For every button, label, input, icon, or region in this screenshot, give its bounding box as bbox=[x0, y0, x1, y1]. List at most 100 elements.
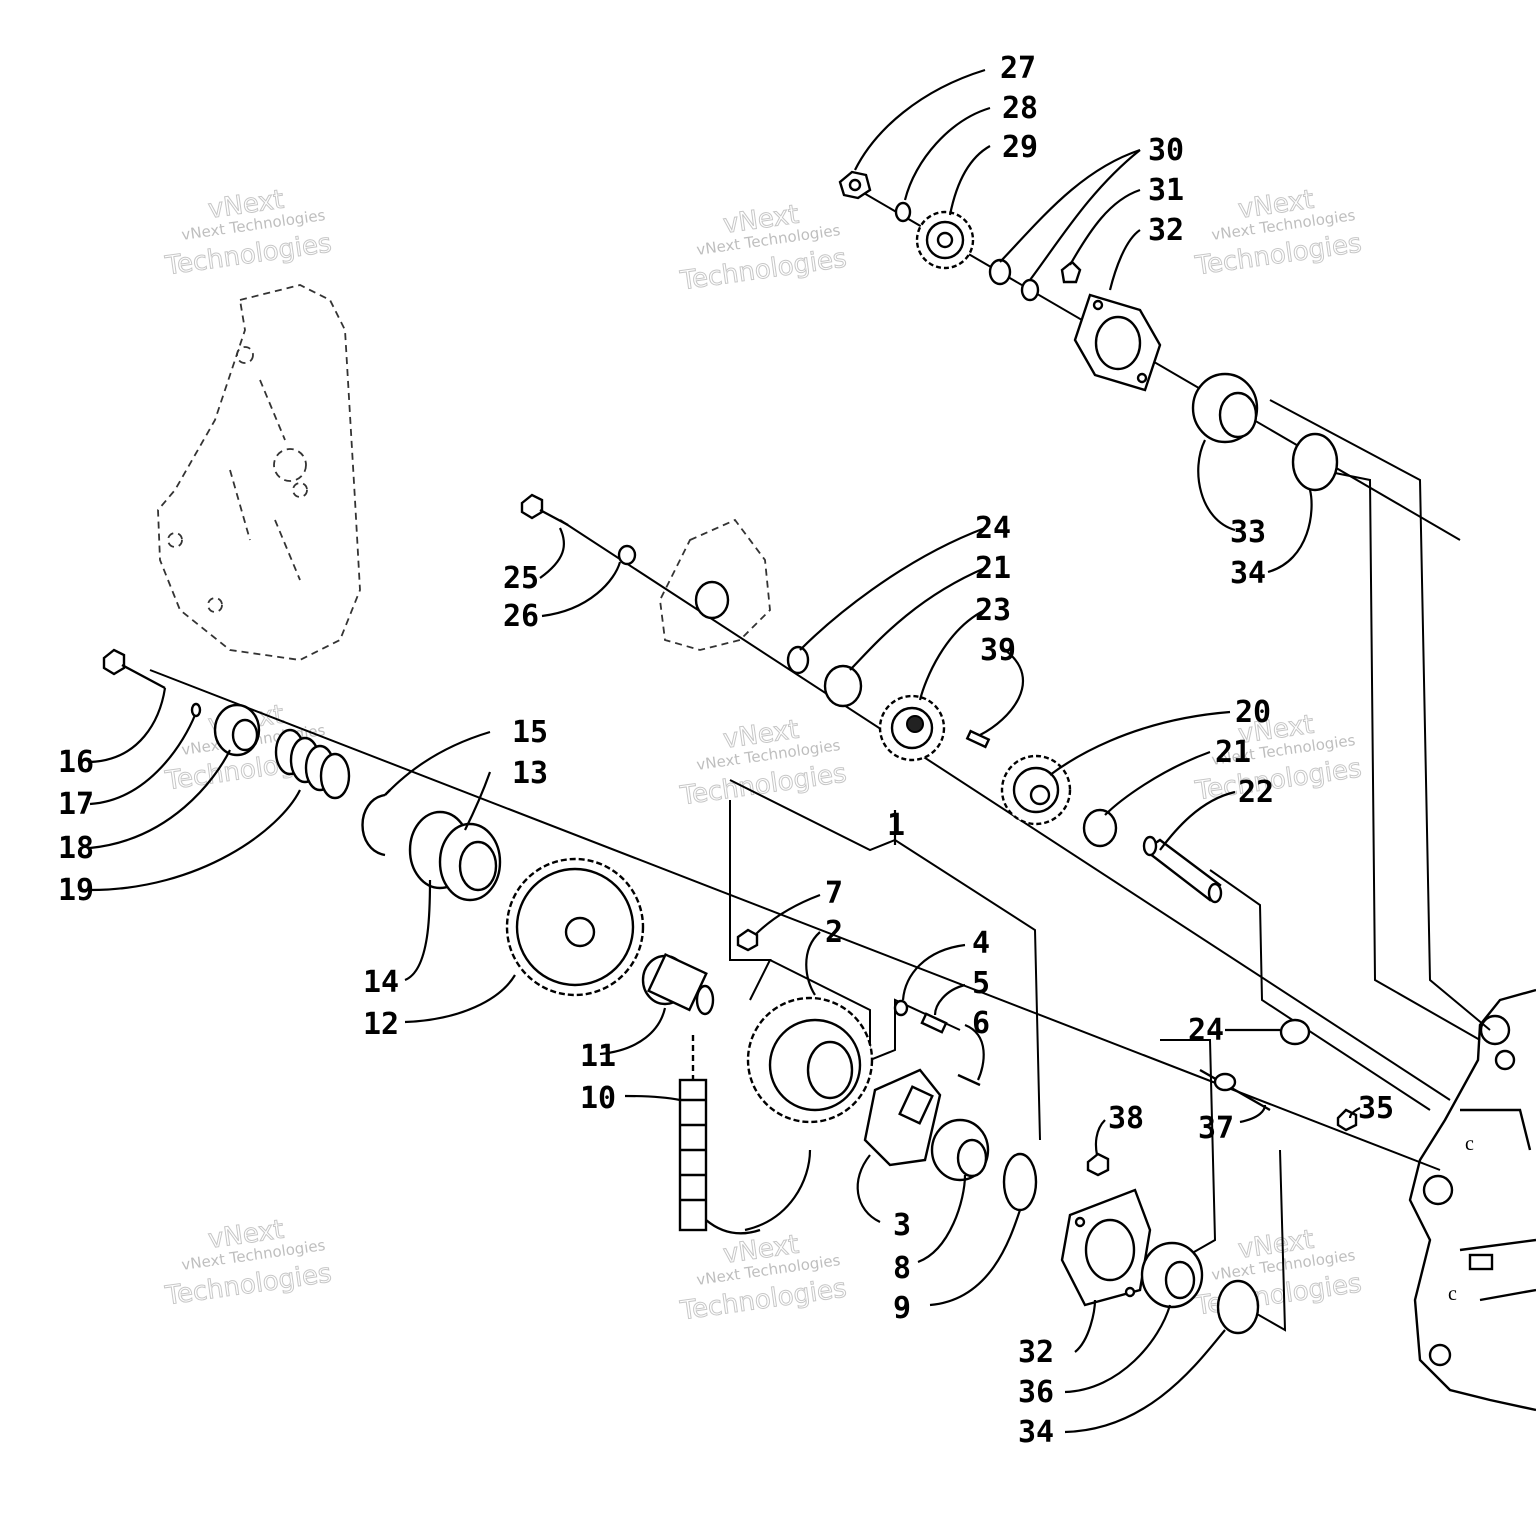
callout-24-lower: 24 bbox=[1188, 1013, 1224, 1048]
bearing-36 bbox=[1140, 1241, 1204, 1309]
watermark-bottom-left: vNext vNext Technologies Technologies bbox=[162, 1214, 334, 1312]
upper-shaft-parts bbox=[838, 170, 1339, 492]
bearing-flange-32 bbox=[1073, 293, 1162, 392]
callout-21-upper: 21 bbox=[975, 551, 1011, 586]
washer-28 bbox=[894, 201, 912, 223]
callout-33: 33 bbox=[1230, 515, 1266, 550]
callout-3: 3 bbox=[893, 1208, 911, 1243]
callout-14: 14 bbox=[363, 965, 399, 1000]
washer-26 bbox=[617, 544, 637, 566]
spacer-tube-22 bbox=[1142, 835, 1223, 904]
watermark-middle-center: vNext vNext Technologies Technologies bbox=[677, 714, 849, 812]
gear-12 bbox=[505, 857, 645, 997]
callout-6: 6 bbox=[972, 1006, 990, 1041]
watermark-bottom-center: vNext vNext Technologies Technologies bbox=[677, 1229, 849, 1327]
spring-5 bbox=[920, 1012, 948, 1034]
callout-22: 22 bbox=[1238, 775, 1274, 810]
watermark-top-right: vNext vNext Technologies Technologies bbox=[1192, 184, 1364, 282]
callout-21-lower: 21 bbox=[1215, 735, 1251, 770]
callout-10: 10 bbox=[580, 1081, 616, 1116]
washer-9 bbox=[1002, 1152, 1038, 1212]
snap-ring-15 bbox=[361, 789, 391, 857]
washer-24-mid bbox=[786, 645, 810, 675]
callout-18: 18 bbox=[58, 831, 94, 866]
callout-1: 1 bbox=[887, 808, 905, 843]
ball-4 bbox=[893, 999, 909, 1017]
callout-labels: 27 28 29 30 31 32 33 34 24 21 2 3 39 25 2… bbox=[58, 51, 1394, 1450]
chaincase-cover-ghost bbox=[157, 284, 361, 661]
spring-19 bbox=[274, 728, 351, 800]
adjuster-bolt-37 bbox=[1199, 1068, 1271, 1112]
washer-24-lower bbox=[1279, 1018, 1311, 1046]
watermark-group: vNext vNext Technologies Technologies vN… bbox=[162, 184, 1364, 1327]
o-ring-34-top bbox=[1291, 432, 1339, 492]
watermark-top-left: vNext vNext Technologies Technologies bbox=[162, 184, 334, 282]
callout-24-mid: 24 bbox=[975, 511, 1011, 546]
housing-mark-c2: c bbox=[1448, 1283, 1457, 1305]
sprocket-20 bbox=[1000, 754, 1072, 826]
callout-8: 8 bbox=[893, 1251, 911, 1286]
driven-gear-assembly bbox=[736, 928, 1038, 1212]
callout-17: 17 bbox=[58, 787, 94, 822]
callout-34-lower: 34 bbox=[1018, 1415, 1054, 1450]
callout-39: 39 bbox=[980, 633, 1016, 668]
callout-19: 19 bbox=[58, 873, 94, 908]
nut-27 bbox=[838, 170, 872, 200]
bearing-mount-bracket bbox=[659, 518, 771, 651]
lower-right-parts bbox=[1060, 1018, 1358, 1335]
callout-4: 4 bbox=[972, 926, 990, 961]
bearing-33 bbox=[1191, 372, 1259, 444]
washer-17 bbox=[190, 702, 202, 718]
callout-35: 35 bbox=[1358, 1091, 1394, 1126]
sprocket-29 bbox=[915, 210, 975, 270]
chaincase-housing: c c bbox=[1408, 988, 1536, 1412]
bolt-25 bbox=[520, 493, 569, 527]
bushing-21-upper bbox=[823, 664, 863, 708]
washer-30 bbox=[988, 258, 1012, 286]
bearing-flange-32-lower bbox=[1060, 1188, 1152, 1307]
callout-38: 38 bbox=[1108, 1101, 1144, 1136]
screw-6 bbox=[957, 1073, 981, 1087]
watermark-top-center: vNext vNext Technologies Technologies bbox=[677, 199, 849, 297]
lower-shaft-parts bbox=[102, 648, 761, 1235]
callout-2: 2 bbox=[825, 915, 843, 950]
washer-31 bbox=[1020, 278, 1040, 302]
callout-5: 5 bbox=[972, 966, 990, 1001]
o-ring-34-lower bbox=[1216, 1279, 1260, 1335]
cam-18 bbox=[213, 703, 261, 757]
callout-27: 27 bbox=[1000, 51, 1036, 86]
watermark-bottom-right: vNext vNext Technologies Technologies bbox=[1192, 1224, 1364, 1322]
callout-15: 15 bbox=[512, 715, 548, 750]
housing-mark-c1: c bbox=[1465, 1133, 1474, 1155]
callout-9: 9 bbox=[893, 1291, 911, 1326]
bolt-16 bbox=[102, 648, 166, 690]
bearing-8 bbox=[930, 1118, 990, 1182]
callout-28: 28 bbox=[1002, 91, 1038, 126]
leader-lines bbox=[89, 68, 1361, 1434]
middle-shaft-parts bbox=[520, 493, 1223, 904]
callout-31: 31 bbox=[1148, 173, 1184, 208]
callout-32-top: 32 bbox=[1148, 213, 1184, 248]
brake-hub-3 bbox=[863, 1068, 942, 1167]
nut-38 bbox=[1086, 1152, 1110, 1177]
callout-30: 30 bbox=[1148, 133, 1184, 168]
callout-32-lower: 32 bbox=[1018, 1335, 1054, 1370]
callout-16: 16 bbox=[58, 745, 94, 780]
callout-12: 12 bbox=[363, 1007, 399, 1042]
nut-7 bbox=[736, 928, 759, 952]
callout-37: 37 bbox=[1198, 1111, 1234, 1146]
callout-20: 20 bbox=[1235, 695, 1271, 730]
bearing-13 bbox=[408, 810, 502, 902]
watermark-middle-right: vNext vNext Technologies Technologies bbox=[1192, 709, 1364, 807]
callout-26: 26 bbox=[503, 599, 539, 634]
driven-gear-2 bbox=[746, 996, 874, 1124]
callout-34-top: 34 bbox=[1230, 556, 1266, 591]
callout-36: 36 bbox=[1018, 1375, 1054, 1410]
key-39 bbox=[965, 729, 991, 749]
callout-29: 29 bbox=[1002, 130, 1038, 165]
callout-13: 13 bbox=[512, 756, 548, 791]
pinion-gear-11 bbox=[641, 952, 715, 1016]
callout-25: 25 bbox=[503, 561, 539, 596]
bushing-21-lower bbox=[1082, 808, 1118, 848]
